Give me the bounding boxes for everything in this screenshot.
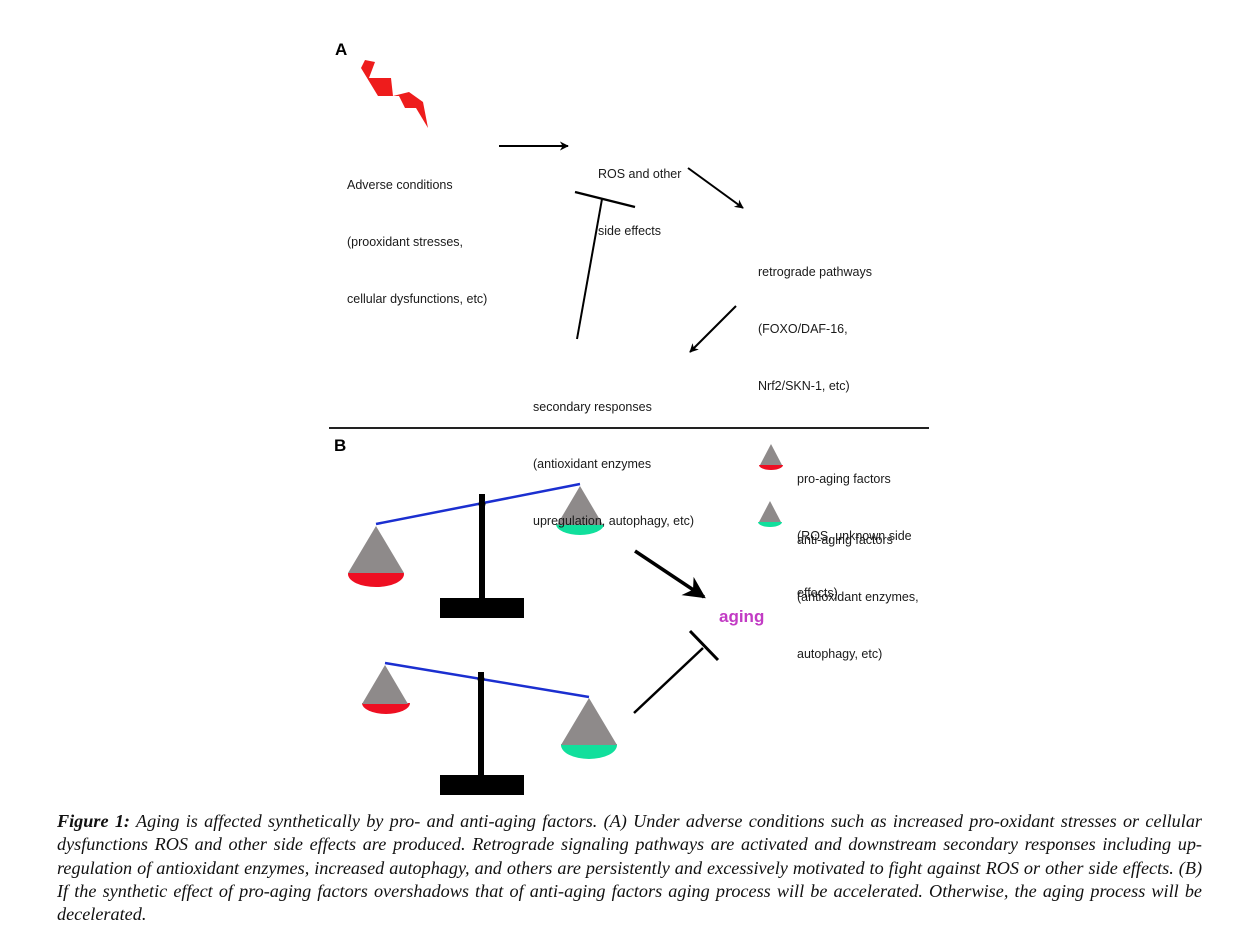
legend-pro-aging: pro-aging factors (ROS, unknown side eff… (797, 432, 912, 622)
node-title: secondary responses (533, 400, 652, 414)
aging-outcome-label: aging (719, 607, 765, 626)
caption-label: Figure 1: (57, 811, 130, 831)
node-detail: upregulation, autophagy, etc) (533, 514, 694, 528)
balance-scale-anti-heavier (362, 661, 617, 795)
lightning-bolt-icon (361, 60, 428, 128)
legend-pro-aging-icon (759, 444, 783, 470)
node-detail: cellular dysfunctions, etc) (347, 292, 488, 306)
node-detail: (FOXO/DAF-16, (758, 322, 848, 336)
scale-post (479, 494, 485, 600)
panel-a-label: A (335, 40, 348, 59)
balance-scale-pro-heavier (348, 482, 604, 618)
inhibition-secondary-to-ros (574, 190, 636, 340)
node-detail: (antioxidant enzymes (533, 457, 652, 471)
legend-anti-aging: anti-aging factors (antioxidant enzymes,… (797, 493, 919, 683)
scale-beam (375, 482, 581, 526)
scale-post (478, 672, 484, 778)
scale-base (440, 598, 524, 618)
node-detail: (prooxidant stresses, (347, 235, 464, 249)
node-retrograde-pathways: retrograde pathways (FOXO/DAF-16, Nrf2/S… (758, 225, 872, 415)
caption-text: Aging is affected synthetically by pro- … (57, 811, 1202, 925)
legend-anti-aging-icon (758, 501, 782, 527)
node-ros: ROS and other side effects (598, 127, 681, 260)
scale-base (440, 775, 524, 795)
anti-aging-weight (556, 486, 604, 535)
legend-detail: autophagy, etc) (797, 647, 883, 661)
pro-aging-weight (362, 665, 410, 714)
node-title: Adverse conditions (347, 178, 453, 192)
legend-detail: (antioxidant enzymes, (797, 590, 919, 604)
figure-caption: Figure 1: Aging is affected syntheticall… (57, 810, 1202, 926)
node-secondary-responses: secondary responses (antioxidant enzymes… (533, 360, 694, 550)
legend-title: pro-aging factors (797, 472, 891, 486)
pro-aging-weight (348, 526, 404, 587)
node-title: retrograde pathways (758, 265, 872, 279)
scale-pivot (477, 675, 485, 683)
inhibition-scale2-to-aging (633, 629, 720, 714)
legend-detail: (ROS, unknown side (797, 529, 912, 543)
node-detail: Nrf2/SKN-1, etc) (758, 379, 850, 393)
arrow-scale1-to-aging (634, 549, 706, 599)
node-title: ROS and other (598, 167, 682, 181)
anti-aging-weight (561, 698, 617, 759)
legend-title: anti-aging factors (797, 533, 893, 547)
legend-detail: effects) (797, 586, 838, 600)
node-detail: side effects (598, 224, 662, 238)
scale-pivot (478, 500, 486, 508)
panel-b-label: B (334, 436, 347, 455)
node-adverse-conditions: Adverse conditions (prooxidant stresses,… (347, 138, 487, 328)
arrow-retrograde-to-secondary (689, 305, 737, 353)
scale-beam (384, 661, 590, 699)
arrow-ros-to-retrograde (687, 167, 744, 209)
